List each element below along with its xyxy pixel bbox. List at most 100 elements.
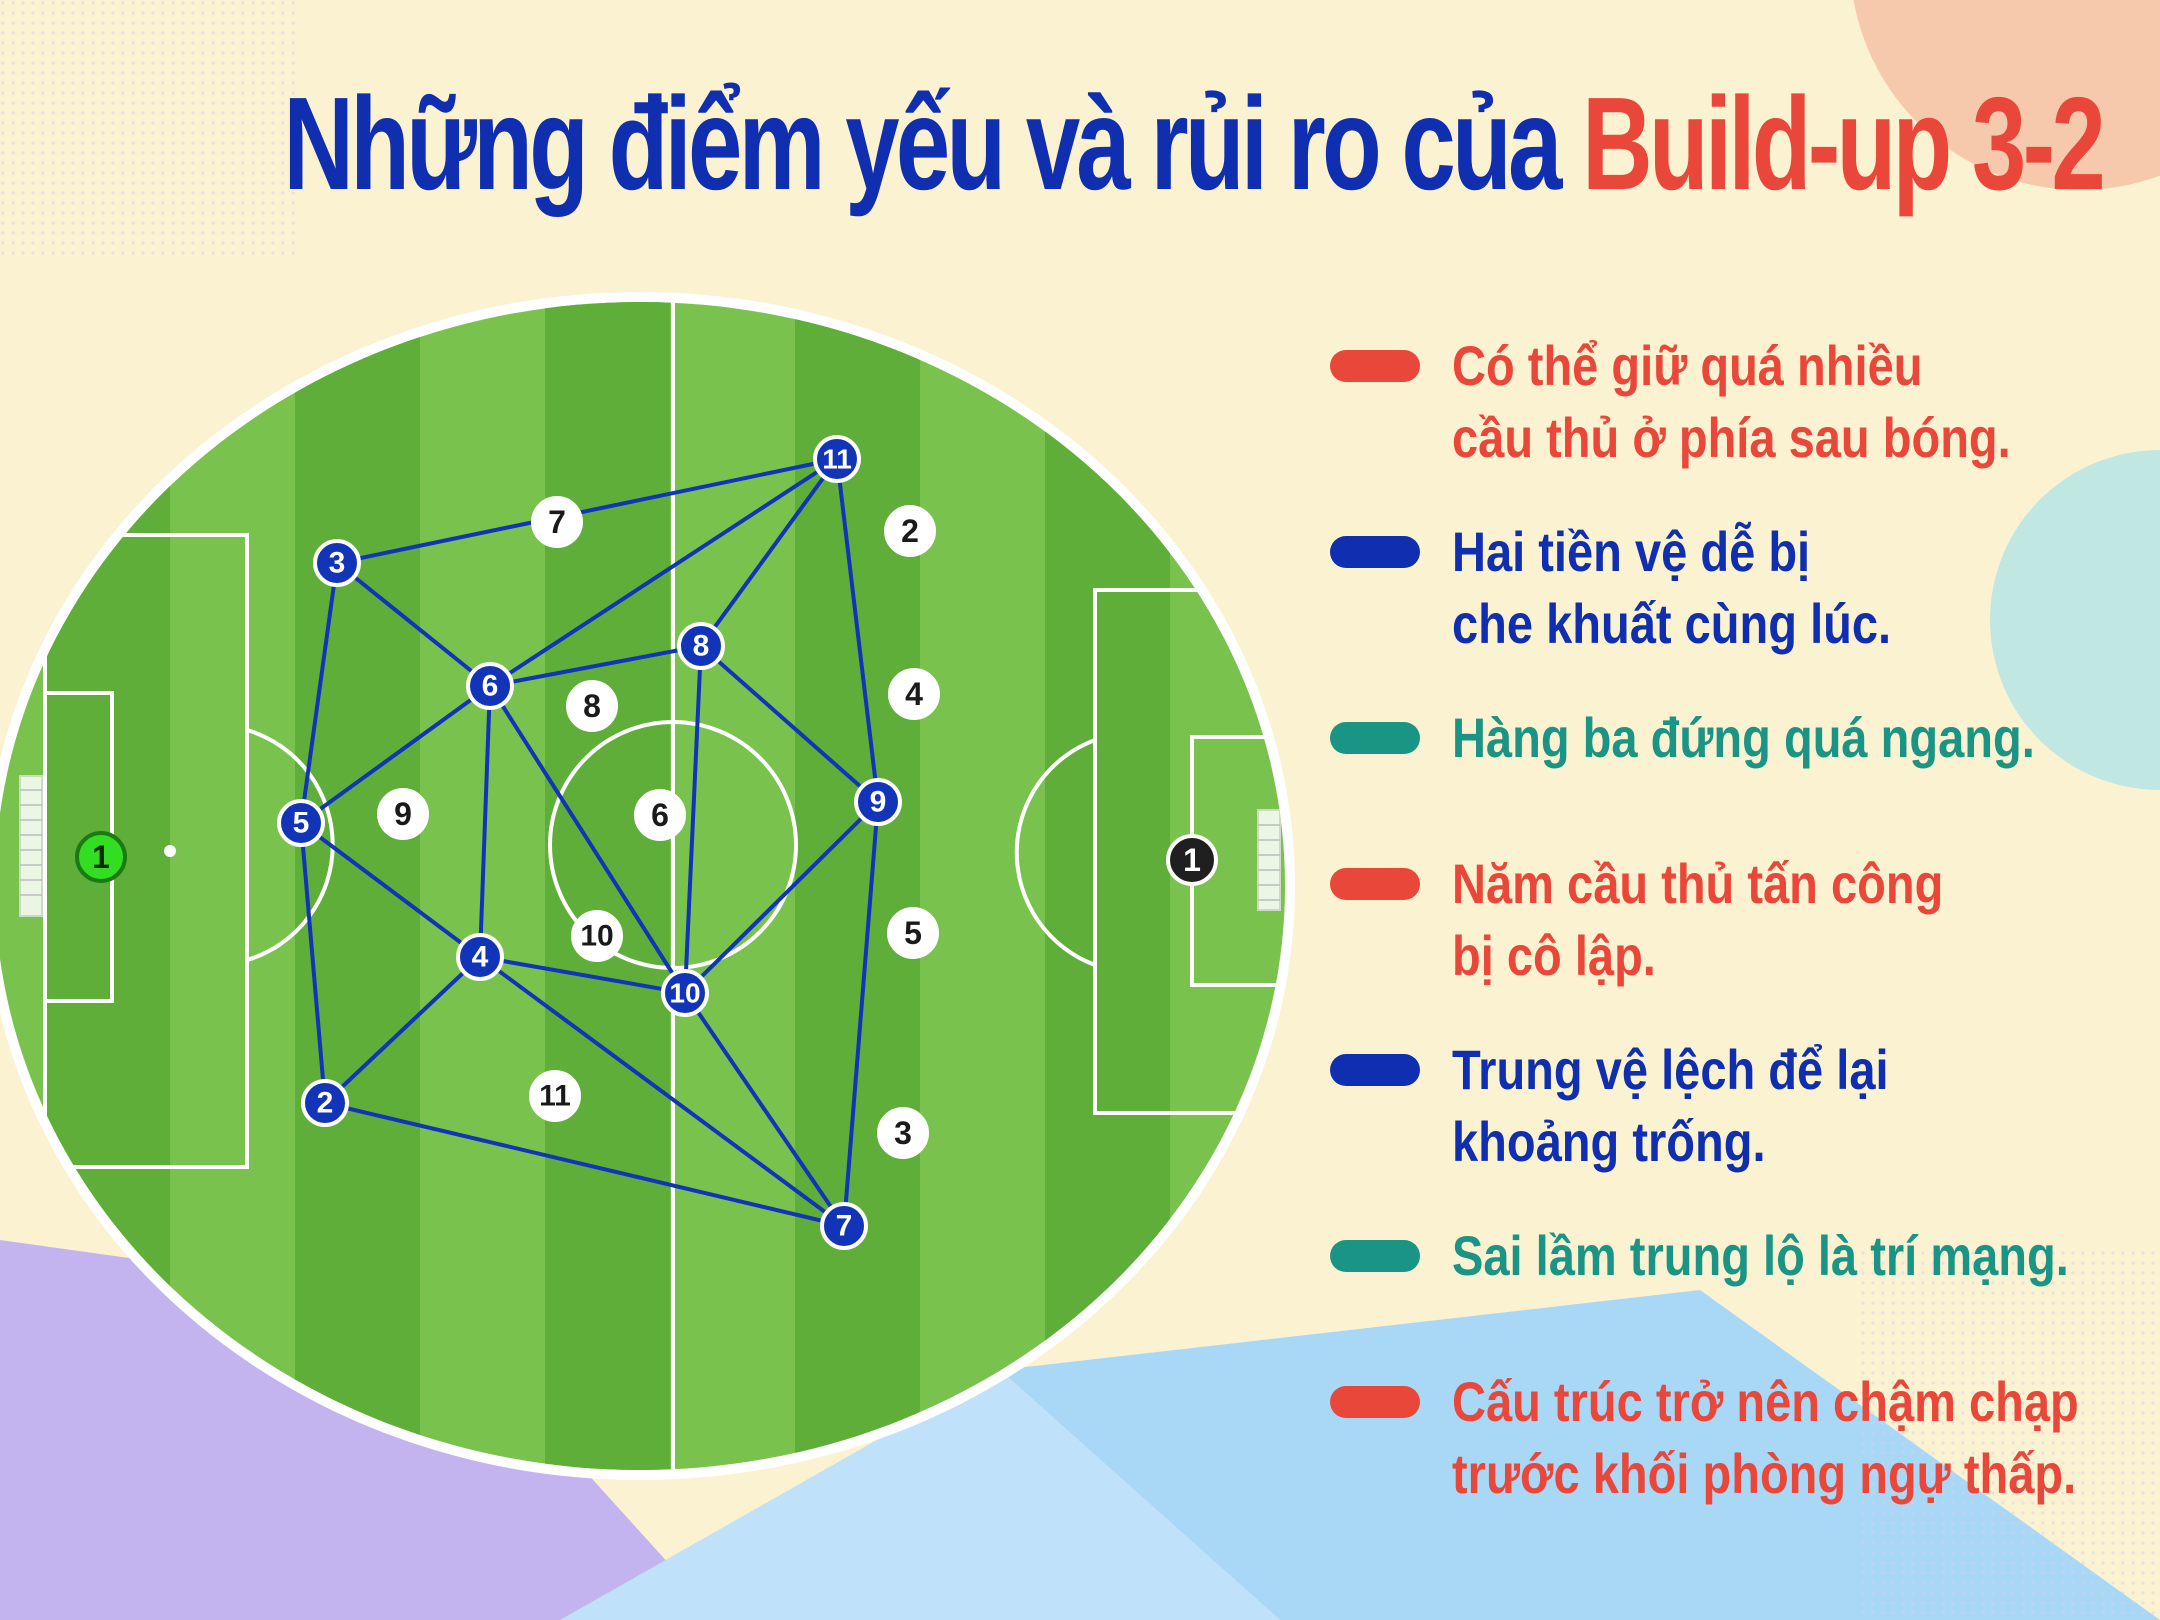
- blue-player-9: 9: [854, 778, 902, 826]
- white-player-8: 8: [566, 680, 618, 732]
- gk-right-keeper: 1: [1166, 834, 1218, 886]
- title-main: Những điểm yếu và rủi ro của: [283, 70, 1562, 217]
- gk-right-keeper-number: 1: [1183, 842, 1201, 878]
- pass-link-b6-b10: [488, 684, 687, 995]
- white-player-9: 9: [377, 788, 429, 840]
- blue-marker-pill: [1330, 536, 1420, 568]
- pass-link-b8-b10: [683, 645, 703, 994]
- pass-link-b5-b2: [299, 822, 327, 1104]
- passing-network: [299, 457, 880, 1228]
- weakness-text: Có thể giữ quá nhiều cầu thủ ở phía sau b…: [1452, 330, 2011, 474]
- red-marker-pill: [1330, 868, 1420, 900]
- blue-player-11-number: 11: [822, 444, 852, 475]
- white-player-8-number: 8: [583, 688, 601, 724]
- white-player-6-number: 6: [651, 797, 669, 833]
- weakness-text-line: cầu thủ ở phía sau bóng.: [1452, 406, 2011, 469]
- white-player-7: 7: [531, 496, 583, 548]
- weakness-text-line: Năm cầu thủ tấn công: [1452, 852, 1944, 915]
- pass-link-b3-b11: [336, 457, 838, 565]
- weakness-text-line: bị cô lập.: [1452, 924, 1656, 987]
- weakness-text: Cấu trúc trở nên chậm chạp trước khối phò…: [1452, 1366, 2079, 1510]
- teal-marker-pill: [1330, 722, 1420, 754]
- pass-link-b10-b7: [683, 991, 846, 1228]
- left-goal: [19, 775, 43, 917]
- white-player-10-number: 10: [580, 920, 613, 953]
- white-player-4-number: 4: [905, 676, 923, 712]
- pass-link-b3-b5: [299, 562, 339, 824]
- title-highlight: Build-up 3-2: [1582, 70, 2106, 217]
- red-marker-pill: [1330, 350, 1420, 382]
- weakness-text-line: che khuất cùng lúc.: [1452, 592, 1892, 655]
- weakness-text-line: Hàng ba đứng quá ngang.: [1452, 706, 2035, 769]
- blue-player-5-number: 5: [293, 807, 310, 840]
- right-goal: [1257, 809, 1281, 911]
- blue-player-7: 7: [820, 1202, 868, 1250]
- blue-player-11: 11: [813, 435, 861, 483]
- pass-link-b5-b4: [299, 821, 482, 959]
- pass-link-b3-b6: [335, 561, 492, 688]
- pass-link-b4-b2: [323, 955, 482, 1105]
- blue-marker-pill: [1330, 1054, 1420, 1086]
- pass-link-b8-b9: [699, 644, 880, 804]
- pass-link-b6-b11: [488, 457, 839, 688]
- blue-player-7-number: 7: [836, 1210, 853, 1243]
- white-player-7-number: 7: [548, 504, 566, 540]
- pass-link-b2-b7: [324, 1101, 845, 1228]
- weakness-text: Hàng ba đứng quá ngang.: [1452, 702, 2035, 774]
- weakness-text-line: Cấu trúc trở nên chậm chạp: [1452, 1370, 2079, 1433]
- red-marker-pill: [1330, 1386, 1420, 1418]
- pass-link-b8-b11: [699, 457, 839, 648]
- pass-link-b6-b8: [489, 644, 702, 688]
- weakness-text-line: trước khối phòng ngự thấp.: [1452, 1442, 2077, 1505]
- blue-player-2-number: 2: [317, 1087, 334, 1120]
- pass-link-b6-b4: [478, 685, 492, 958]
- gk-left-keeper-number: 1: [92, 839, 110, 875]
- gk-left-keeper: 1: [75, 831, 127, 883]
- pass-link-b9-b10: [683, 800, 880, 995]
- blue-player-10-number: 10: [669, 978, 700, 1009]
- weakness-text-line: Có thể giữ quá nhiều: [1452, 334, 1923, 397]
- white-player-10: 10: [571, 910, 623, 962]
- weakness-text-line: khoảng trống.: [1452, 1110, 1766, 1173]
- white-player-4: 4: [888, 668, 940, 720]
- white-player-5: 5: [887, 907, 939, 959]
- weakness-text-line: Hai tiền vệ dễ bị: [1452, 520, 1811, 583]
- blue-player-8-number: 8: [693, 630, 710, 663]
- white-player-9-number: 9: [394, 796, 412, 832]
- blue-player-8: 8: [677, 622, 725, 670]
- weakness-text: Trung vệ lệch để lại khoảng trống.: [1452, 1034, 1889, 1178]
- blue-player-2: 2: [301, 1079, 349, 1127]
- blue-player-4: 4: [456, 933, 504, 981]
- white-player-2-number: 2: [901, 513, 919, 549]
- pass-link-b4-b10: [479, 955, 686, 995]
- white-player-11: 11: [529, 1070, 581, 1122]
- penalty-spot: [164, 845, 176, 857]
- pass-link-b11-b9: [835, 458, 880, 803]
- blue-player-4-number: 4: [472, 941, 489, 974]
- pass-link-b9-b7: [842, 801, 880, 1227]
- white-player-2: 2: [884, 505, 936, 557]
- blue-player-3-number: 3: [329, 547, 346, 580]
- white-player-6: 6: [634, 789, 686, 841]
- teal-marker-pill: [1330, 1240, 1420, 1272]
- blue-player-10: 10: [661, 969, 709, 1017]
- weakness-text-line: Sai lầm trung lộ là trí mạng.: [1452, 1224, 2069, 1287]
- blue-player-6: 6: [466, 662, 514, 710]
- blue-player-6-number: 6: [482, 670, 499, 703]
- weakness-text-line: Trung vệ lệch để lại: [1452, 1038, 1889, 1101]
- white-player-3-number: 3: [894, 1115, 912, 1151]
- white-player-5-number: 5: [904, 915, 922, 951]
- weakness-text: Hai tiền vệ dễ bị che khuất cùng lúc.: [1452, 516, 1891, 660]
- page-title: Những điểm yếu và rủi ro của Build-up 3-…: [283, 78, 2105, 210]
- blue-player-3: 3: [313, 539, 361, 587]
- white-player-11-number: 11: [539, 1080, 571, 1113]
- blue-player-5: 5: [277, 799, 325, 847]
- white-player-3: 3: [877, 1107, 929, 1159]
- weakness-text: Sai lầm trung lộ là trí mạng.: [1452, 1220, 2069, 1292]
- blue-player-9-number: 9: [870, 786, 887, 819]
- pass-link-b4-b7: [478, 955, 846, 1228]
- pass-link-b5-b6: [299, 684, 492, 825]
